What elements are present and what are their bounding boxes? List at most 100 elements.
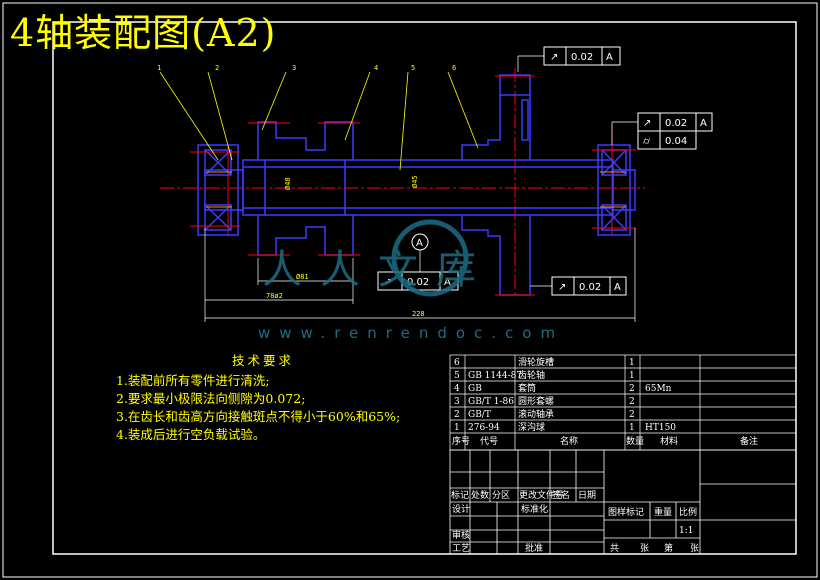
svg-text:滚动轴承: 滚动轴承 [518,408,554,420]
part-label: 1 [157,64,161,72]
svg-text:3: 3 [454,397,460,407]
svg-text:更改文件号: 更改文件号 [519,489,564,501]
requirement-item: 2.要求最小极限法向侧隙为0.072; [116,391,306,406]
drawing-title: 4轴装配图(A2) [10,11,277,55]
svg-text:2: 2 [454,410,460,420]
svg-text:GB 1144-87: GB 1144-87 [468,371,522,381]
svg-text:A: A [444,277,451,288]
svg-text:1: 1 [629,423,635,433]
tolerance-frame-2: ↗ 0.02 A [637,112,713,132]
svg-text:签名: 签名 [552,489,570,501]
requirements-heading: 技术要求 [232,353,295,368]
dimension-lines [204,228,636,322]
svg-text:0.02: 0.02 [571,52,593,63]
svg-text:⌭: ⌭ [643,136,651,147]
left-bearing [197,144,239,236]
svg-text:0.02: 0.02 [579,282,601,293]
dim-len1: Ø81 [296,273,309,281]
svg-text:0.02: 0.02 [665,118,687,129]
svg-text:代号: 代号 [480,436,498,447]
svg-text:备注: 备注 [740,435,758,447]
svg-text:GB: GB [468,384,482,394]
svg-text:第: 第 [664,542,673,554]
svg-text:深沟球: 深沟球 [518,421,545,433]
part-label: 4 [374,64,378,72]
requirement-item: 3.在齿长和齿高方向接触斑点不得小于60%和65%; [116,409,401,424]
svg-text:日期: 日期 [578,490,596,501]
svg-text:圆形套螺: 圆形套螺 [518,395,554,407]
shaft [204,159,636,216]
svg-text:比例: 比例 [679,506,697,518]
svg-text:张: 张 [690,543,699,554]
svg-text:↗: ↗ [643,118,651,129]
svg-text:↗: ↗ [550,52,558,63]
svg-text:张: 张 [640,543,649,554]
svg-text:标记: 标记 [451,489,469,501]
svg-text:共: 共 [610,543,619,554]
dim-d1: Ø48 [284,177,292,190]
svg-text:重量: 重量 [654,506,672,518]
bom-rows: 6 滑轮旋槽 1 5 GB 1144-87 齿轮轴 1 4 GB 套筒 2 65… [452,356,758,447]
watermark-logo: 人人文库 [262,219,476,297]
svg-text:6: 6 [454,358,460,368]
requirement-item: 4.装成后进行空负载试验。 [116,427,266,442]
part-label: 6 [452,64,456,72]
svg-text:A: A [614,282,621,293]
requirement-item: 1.装配前所有零件进行清洗; [116,373,270,388]
svg-text:A: A [700,118,707,129]
svg-text:1:1: 1:1 [679,526,693,536]
svg-text:标准化: 标准化 [521,503,548,515]
svg-text:0.04: 0.04 [665,136,687,147]
svg-text:0.02: 0.02 [407,277,429,288]
svg-text:图样标记: 图样标记 [608,506,644,518]
svg-text:分区: 分区 [492,490,510,501]
svg-text:↗: ↗ [558,282,566,293]
svg-text:1: 1 [629,371,635,381]
svg-text:滑轮旋槽: 滑轮旋槽 [518,356,554,368]
tolerance-frame-5: ↗ 0.02 A [551,276,627,296]
hatch [206,171,626,208]
svg-text:A: A [416,238,423,249]
part-number-labels: 1 2 3 4 5 6 [157,64,456,72]
svg-text:↗: ↗ [384,277,392,288]
svg-text:批准: 批准 [525,542,543,554]
svg-text:名称: 名称 [560,435,578,447]
svg-text:276-94: 276-94 [468,423,500,433]
svg-text:1: 1 [629,358,635,368]
watermark-url: www.renrendoc.com [258,324,565,342]
dim-overall: 228 [412,310,425,318]
svg-text:HT150: HT150 [645,423,676,433]
tolerance-frame-1: ↗ 0.02 A [543,46,621,66]
svg-text:数量: 数量 [626,435,644,447]
svg-text:工艺: 工艺 [452,543,470,554]
svg-text:齿轮轴: 齿轮轴 [518,369,545,381]
svg-text:序号: 序号 [452,435,470,447]
right-bearing [597,144,631,236]
red-markers [190,75,636,296]
svg-text:审核: 审核 [452,529,470,541]
dim-d2: Ø45 [411,175,419,188]
title-block-grid [449,449,797,555]
svg-text:2: 2 [629,397,635,407]
svg-text:GB/T 1-86: GB/T 1-86 [468,397,514,407]
svg-text:65Mn: 65Mn [645,384,672,394]
svg-text:材料: 材料 [660,435,678,447]
svg-text:GB/T: GB/T [468,410,491,420]
svg-text:2: 2 [629,384,635,394]
svg-text:处数: 处数 [471,489,489,501]
svg-text:4: 4 [454,384,460,394]
title-block-text: 标记 处数 分区 更改文件号 签名 日期 设计 标准化 审核 工艺 批准 图样标… [451,489,699,554]
part-label: 2 [215,64,219,72]
svg-text:1: 1 [454,423,460,433]
svg-text:A: A [606,52,613,63]
part-label: 3 [292,64,296,72]
inner-border [52,21,797,555]
leaders [159,71,479,171]
svg-text:5: 5 [454,371,460,381]
tolerance-frame-3: ⌭ 0.04 [637,130,697,150]
svg-text:设计: 设计 [452,503,470,515]
svg-text:2: 2 [629,410,635,420]
part-label: 5 [411,64,415,72]
dim-len2: 78ø2 [266,292,283,300]
